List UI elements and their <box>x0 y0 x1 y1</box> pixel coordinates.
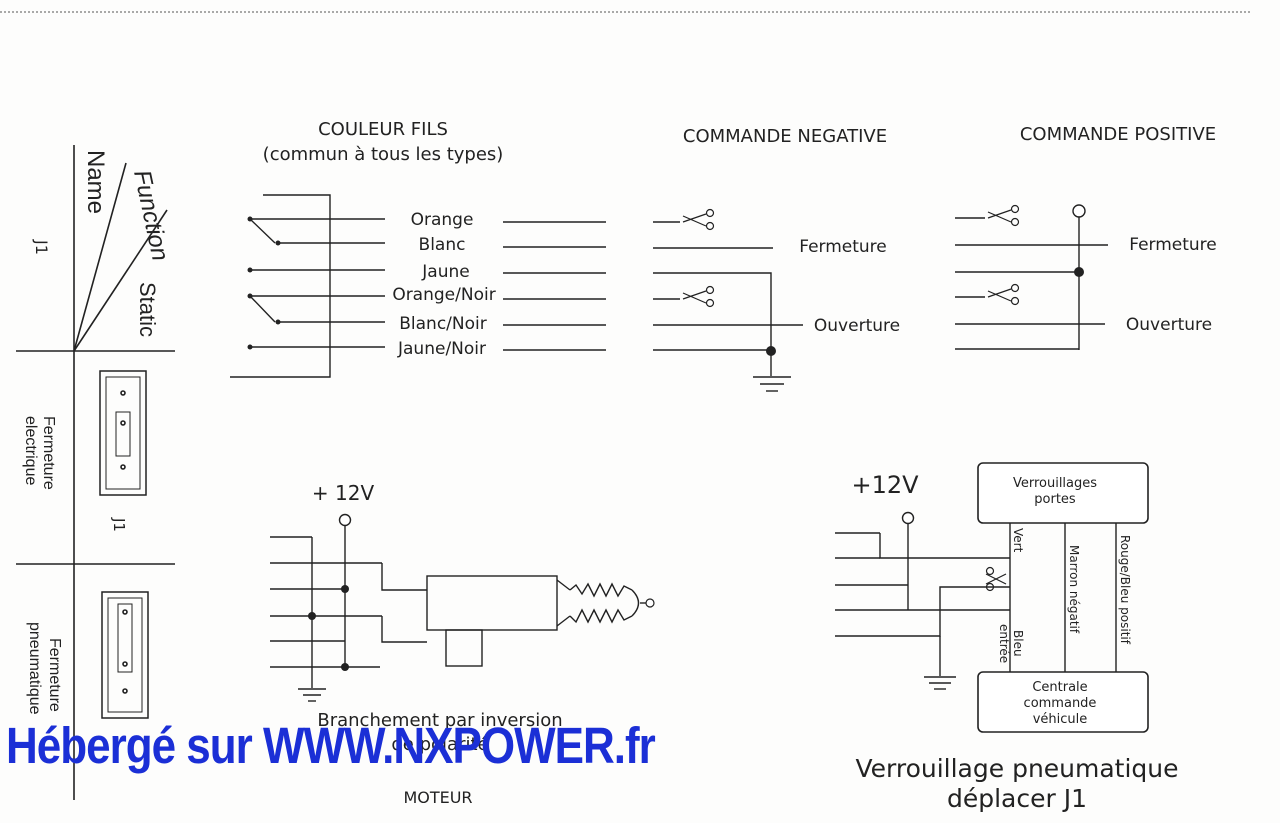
function-label: Function <box>128 168 174 264</box>
wire-colors-title-line1: COULEUR FILS <box>318 119 448 140</box>
junction-dot-icon <box>1074 267 1084 277</box>
positive-title: COMMANDE POSITIVE <box>1020 124 1216 145</box>
box-bottom-line3: véhicule <box>1033 712 1088 727</box>
ground-icon <box>924 676 956 690</box>
static-label: Static <box>135 282 160 337</box>
box-top-line2: portes <box>1034 492 1076 507</box>
negative-fermeture: Fermeture <box>799 237 887 257</box>
scissors-icon <box>682 285 715 308</box>
wire-colors-title-line2: (commun à tous les types) <box>263 144 504 165</box>
box-centrale-vehicule <box>977 671 1149 733</box>
wire-label-orange: Orange <box>411 210 474 230</box>
pneumatic-voltage: +12V <box>851 471 919 499</box>
box-bottom-line1: Centrale <box>1032 680 1087 695</box>
wire-label-blanc: Blanc <box>419 235 466 255</box>
watermark: Hébergé sur WWW.NXPOWER.fr <box>6 718 656 775</box>
scissors-icon <box>682 208 715 231</box>
header-table <box>16 145 175 800</box>
box-top-line1: Verrouillages <box>1013 476 1097 491</box>
negative-ouverture: Ouverture <box>814 316 900 336</box>
row2-label-line2: pneumatique <box>26 622 43 715</box>
box-verrouillages-portes <box>977 462 1149 524</box>
row1-j1: J1 <box>110 517 128 532</box>
motor-caption-line1: Branchement par inversion <box>317 710 562 731</box>
ground-icon <box>753 376 791 392</box>
wire-label-jaune: Jaune <box>421 262 469 282</box>
junction-dot-icon <box>341 663 349 671</box>
wire-marron-label: Marron négatif <box>1067 545 1081 634</box>
terminal-icon <box>901 511 915 525</box>
wire-label-blanc-noir: Blanc/Noir <box>399 314 486 334</box>
row1-label-line2: electrique <box>22 416 39 485</box>
wire-bleu-line2: entrée <box>997 624 1011 663</box>
row2-label-line1: Fermeture <box>46 638 63 712</box>
junction-dot-icon <box>341 585 349 593</box>
junction-dot-icon <box>308 612 316 620</box>
positive-fermeture: Fermeture <box>1129 235 1217 255</box>
wire-label-orange-noir: Orange/Noir <box>392 285 495 305</box>
scissors-icon <box>985 566 1007 592</box>
name-label: Name <box>82 150 109 214</box>
pneumatic-circuit <box>835 523 1117 676</box>
motor-title: MOTEUR <box>403 788 472 807</box>
motor-circuit <box>270 526 646 688</box>
wire-label-jaune-noir: Jaune/Noir <box>397 339 486 359</box>
negative-title: COMMANDE NEGATIVE <box>683 126 887 147</box>
pneumatic-title-line1: Verrouillage pneumatique <box>855 754 1178 783</box>
motor-voltage: + 12V <box>312 481 375 505</box>
scissors-icon <box>987 283 1020 306</box>
row1-label-line1: Fermeture <box>40 416 57 490</box>
wire-rouge-label: Rouge/Bleu positif <box>1118 535 1132 645</box>
scissors-icon <box>987 204 1020 227</box>
connector-block <box>230 194 606 378</box>
positive-circuit <box>955 216 1108 350</box>
pneumatic-title-line2: déplacer J1 <box>947 784 1087 813</box>
motor-caption-line2: de polarité <box>391 734 488 755</box>
terminal-icon <box>1072 204 1086 218</box>
negative-circuit <box>653 221 803 376</box>
wire-bleu-line1: Bleu <box>1011 630 1025 657</box>
terminal-icon <box>338 513 352 527</box>
junction-dot-icon <box>766 346 776 356</box>
junction-dot-icon <box>247 216 281 350</box>
terminal-icon <box>645 598 655 608</box>
wire-vert-label: Vert <box>1011 528 1025 553</box>
ground-icon <box>298 688 326 702</box>
j1-label: J1 <box>32 239 51 255</box>
box-bottom-line2: commande <box>1024 696 1097 711</box>
positive-ouverture: Ouverture <box>1126 315 1212 335</box>
